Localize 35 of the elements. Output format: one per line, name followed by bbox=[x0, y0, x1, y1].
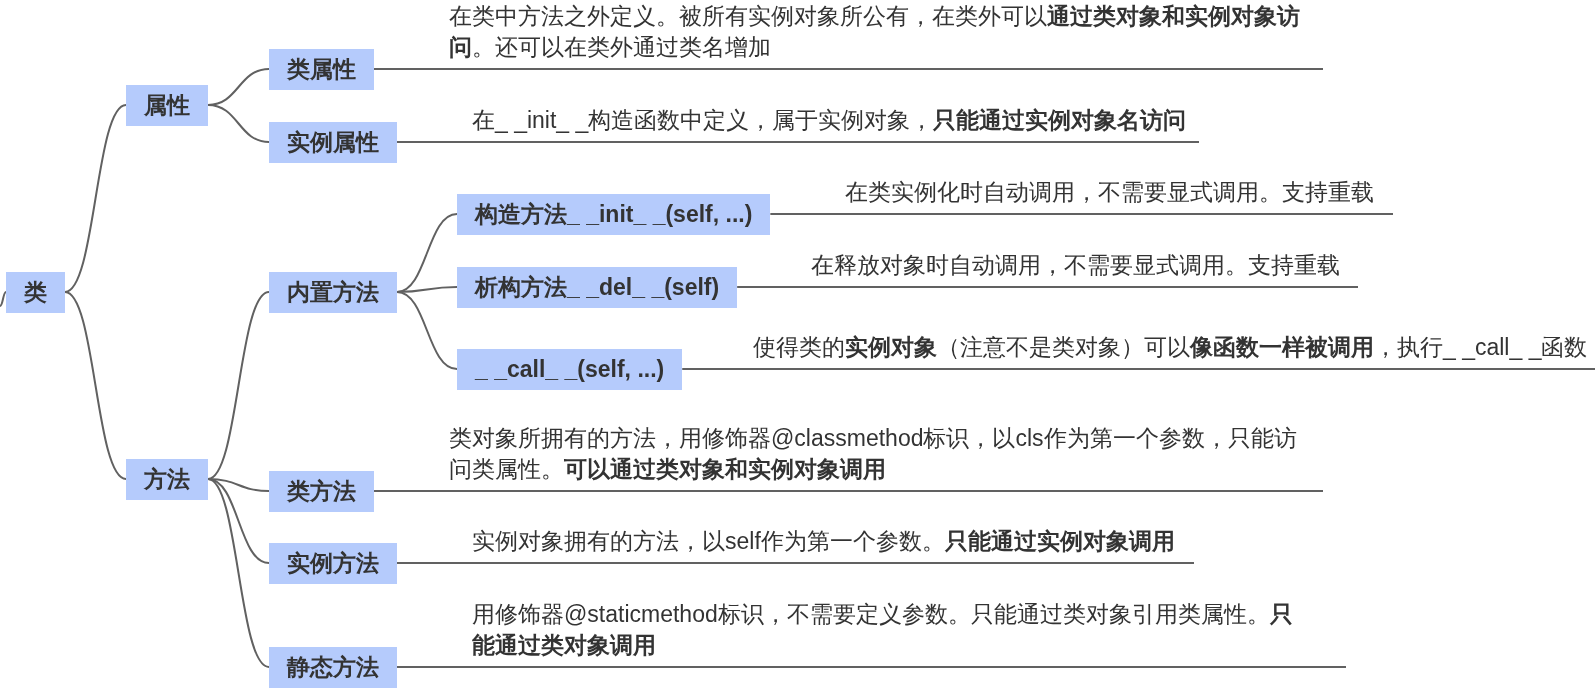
topic-node: 构造方法_ _init_ _(self, ...) bbox=[457, 193, 771, 235]
branch-connector bbox=[373, 68, 428, 70]
topic-node: 类属性 bbox=[269, 48, 374, 90]
branch-connector bbox=[207, 478, 270, 668]
topic-description: 用修饰器@staticmethod标识，不需要定义参数。只能通过类对象引用类属性。只能通过类对象调用 bbox=[450, 599, 1346, 668]
branch-connector bbox=[0, 291, 7, 307]
branch-connector bbox=[396, 666, 451, 668]
topic-node: 方法 bbox=[126, 458, 208, 500]
branch-connector bbox=[207, 104, 270, 143]
branch-connector bbox=[396, 141, 451, 143]
topic-node: _ _call_ _(self, ...) bbox=[457, 348, 683, 390]
topic-node: 类 bbox=[6, 271, 65, 313]
branch-connector bbox=[64, 104, 127, 293]
topic-node: 实例属性 bbox=[269, 121, 397, 163]
branch-connector bbox=[396, 562, 451, 564]
topic-node: 属性 bbox=[126, 84, 208, 126]
topic-description: 使得类的实例对象（注意不是类对象）可以像函数一样被调用，执行_ _call_ _函数 bbox=[731, 332, 1595, 370]
topic-node: 内置方法 bbox=[269, 271, 397, 313]
branch-connector bbox=[769, 213, 824, 215]
branch-connector bbox=[373, 490, 428, 492]
branch-connector bbox=[207, 291, 270, 480]
topic-description: 实例对象拥有的方法，以self作为第一个参数。只能通过实例对象调用 bbox=[450, 526, 1194, 564]
branch-connector bbox=[681, 368, 732, 370]
branch-connector bbox=[396, 291, 458, 370]
topic-description: 在_ _init_ _构造函数中定义，属于实例对象，只能通过实例对象名访问 bbox=[450, 105, 1199, 143]
topic-description: 在类实例化时自动调用，不需要显式调用。支持重载 bbox=[823, 177, 1393, 215]
topic-description: 在类中方法之外定义。被所有实例对象所公有，在类外可以通过类对象和实例对象访问。还可以在类外通过类名增加 bbox=[427, 1, 1323, 70]
topic-node: 类方法 bbox=[269, 470, 374, 512]
branch-connector bbox=[64, 291, 127, 480]
topic-node: 析构方法_ _del_ _(self) bbox=[457, 266, 738, 308]
topic-description: 在释放对象时自动调用，不需要显式调用。支持重载 bbox=[789, 250, 1358, 288]
branch-connector bbox=[736, 286, 790, 288]
topic-description: 类对象所拥有的方法，用修饰器@classmethod标识，以cls作为第一个参数，只能访问类属性。可以通过类对象和实例对象调用 bbox=[427, 423, 1323, 492]
topic-node: 实例方法 bbox=[269, 542, 397, 584]
topic-node: 静态方法 bbox=[269, 646, 397, 688]
